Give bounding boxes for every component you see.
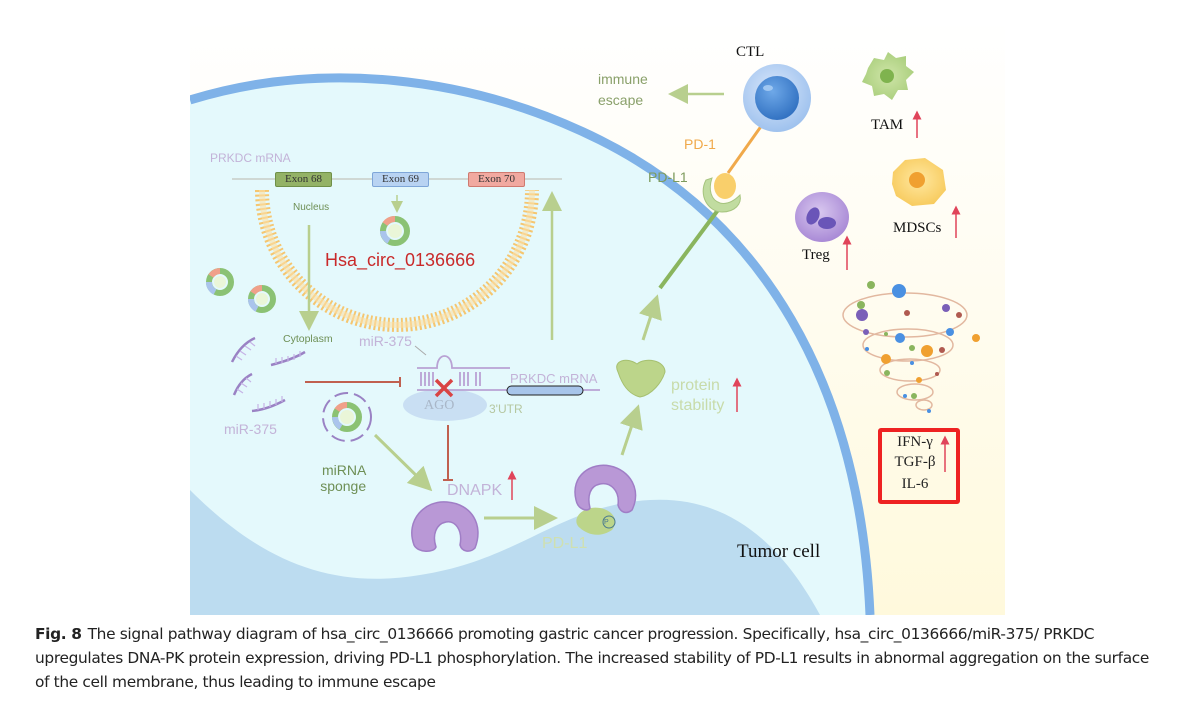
mdscs-label: MDSCs [893, 220, 942, 236]
pdl1-membrane-label: PD-L1 [648, 169, 688, 185]
cytokine-tgf-beta: TGF-β [894, 454, 936, 470]
treg-label: Treg [802, 247, 830, 263]
cytoplasm-label: Cytoplasm [283, 333, 333, 345]
pdl1-bottom-label: PD-L1 [542, 535, 588, 552]
mir375-left-label: miR-375 [224, 421, 277, 437]
cytokine-particles [856, 281, 980, 413]
3utr-label: 3'UTR [489, 402, 523, 416]
blocked-x-icon [434, 378, 454, 398]
circrna-icon [248, 285, 276, 313]
prkdc-mrna-3utr-label: PRKDC mRNA [510, 371, 598, 386]
caption-text: The signal pathway diagram of hsa_circ_0… [35, 625, 1150, 691]
pdl1-receptor-icon [702, 177, 741, 213]
treg-cell-icon [795, 192, 849, 242]
immune-escape-line2: escape [598, 92, 644, 108]
caption-label: Fig. 8 [35, 625, 82, 643]
nucleus-label: Nucleus [293, 202, 330, 213]
mirna-sponge-line1: miRNA [322, 462, 367, 478]
pd1-label: PD-1 [684, 136, 716, 152]
tam-label: TAM [871, 117, 904, 133]
pathway-diagram-canvas [190, 20, 1005, 615]
mir375-bases [235, 341, 301, 410]
dnapk-label: DNAPK [447, 482, 503, 499]
stability-arrow [619, 404, 643, 456]
exon-70-label: Exon 70 [468, 172, 525, 187]
ago-label: AGO [424, 398, 455, 413]
cell-membrane [190, 73, 875, 615]
trafficking-arrow [639, 294, 662, 341]
circrna-icon [206, 268, 234, 296]
immune-escape-label: immune escape [598, 69, 648, 111]
cytokine-il-6: IL-6 [901, 476, 929, 492]
pd1-ligand-icon [714, 173, 736, 199]
sponge-arrow [373, 433, 433, 492]
ctl-cell-icon [743, 64, 811, 132]
cytokine-highlight-box: IFN-γ TGF-β IL-6 [878, 428, 960, 504]
ctl-label: CTL [736, 44, 765, 60]
mirna-sponge-icon [322, 392, 372, 442]
mirna-sponge-label: miRNA sponge [320, 462, 366, 494]
protein-stability-label: protein stability [671, 376, 724, 416]
prkdc-mrna-label: PRKDC mRNA [210, 151, 291, 165]
mir375-center-label: miR-375 [359, 333, 412, 349]
ago-protein [403, 389, 487, 421]
pdl1-stalk [658, 208, 720, 290]
dnapk-pdl1-complex-icon [574, 464, 637, 535]
pathway-figure: PRKDC mRNA Exon 68 Exon 69 Exon 70 Nucle… [190, 20, 1005, 615]
stable-pdl1-icon [616, 359, 666, 398]
pd1-stalk [726, 124, 764, 174]
exon-68-label: Exon 68 [275, 172, 332, 187]
phospho-label: P [604, 519, 609, 526]
nucleus-region [190, 490, 820, 615]
tumor-cell-label: Tumor cell [737, 541, 821, 562]
exon-69-label: Exon 69 [372, 172, 429, 187]
mdscs-cell-icon [892, 158, 946, 206]
prkdc-3utr-segment [506, 385, 584, 396]
protein-stability-line1: protein [671, 377, 720, 394]
protein-stability-line2: stability [671, 397, 725, 414]
dnapk-protein-icon [411, 501, 479, 552]
cytokine-ifn-gamma: IFN-γ [897, 434, 933, 450]
tam-cell-icon [862, 52, 914, 100]
circrna-label: Hsa_circ_0136666 [325, 250, 476, 270]
immune-escape-line1: immune [598, 71, 648, 87]
circrna-icon [380, 216, 410, 246]
mirna-sponge-line2: sponge [320, 478, 367, 494]
